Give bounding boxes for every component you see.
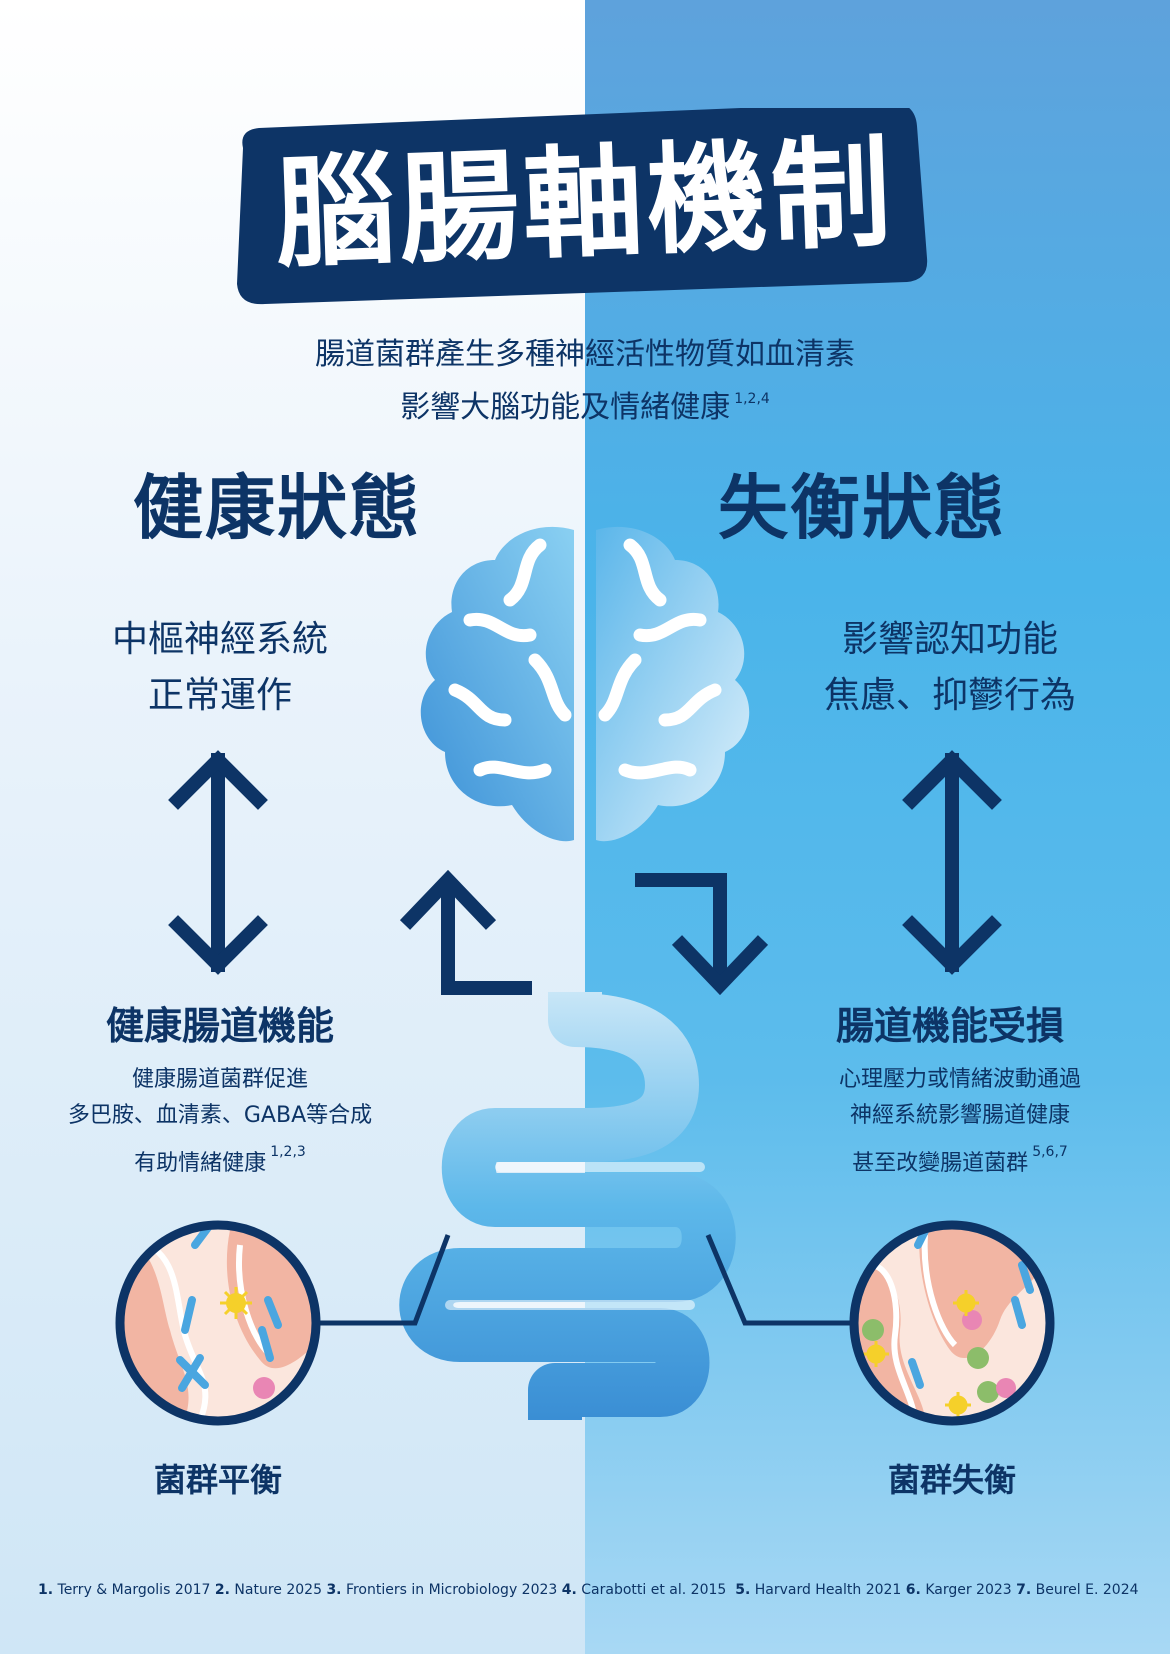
left-connector-line — [318, 1234, 451, 1326]
ref-7-text: Beurel E. 2024 — [1035, 1582, 1139, 1598]
ref-6-text: Karger 2023 — [925, 1582, 1012, 1598]
right-connector-line — [705, 1234, 852, 1326]
references: 1. Terry & Margolis 2017 2. Nature 2025 … — [38, 1582, 1139, 1598]
cns-normal-line-1: 中樞神經系統 — [111, 619, 328, 660]
healthy-desc-line-2: 多巴胺、血清素、GABA等合成 — [67, 1103, 373, 1128]
balanced-microbiota-label: 菌群平衡 — [153, 1461, 282, 1499]
ref-5-text: Harvard Health 2021 — [754, 1582, 902, 1598]
brain-right-hemisphere — [596, 526, 750, 842]
cns-normal-text: 中樞神經系統 正常運作 — [60, 612, 380, 724]
ref-7-num: 7. — [1016, 1582, 1032, 1598]
balanced-microbiota-circle — [115, 1220, 321, 1426]
ref-6-num: 6. — [905, 1582, 921, 1598]
healthy-desc-line-3-text: 有助情緒健康 — [134, 1151, 267, 1176]
imbalanced-microbiota-label: 菌群失衡 — [887, 1461, 1016, 1499]
intestine-illustration — [399, 992, 736, 1420]
ref-2-text: Nature 2025 — [234, 1582, 322, 1598]
ref-2-num: 2. — [214, 1582, 230, 1598]
ref-1-num: 1. — [38, 1582, 54, 1598]
ref-3-text: Frontiers in Microbiology 2023 — [345, 1582, 558, 1598]
ref-1-text: Terry & Margolis 2017 — [57, 1582, 211, 1598]
impaired-gut-heading: 腸道機能受損 — [835, 1004, 1064, 1048]
cognition-line-2: 焦慮、抑鬱行為 — [823, 675, 1076, 716]
gut-to-brain-arrow — [399, 869, 532, 995]
right-double-arrow — [902, 750, 1002, 975]
cognition-affected-text: 影響認知功能 焦慮、抑鬱行為 — [780, 612, 1120, 724]
ref-4-num: 4. — [561, 1582, 577, 1598]
healthy-desc-line-1: 健康腸道菌群促進 — [131, 1067, 308, 1092]
cognition-line-1: 影響認知功能 — [841, 619, 1058, 660]
impaired-desc-line-1: 心理壓力或情緒波動通過 — [838, 1067, 1081, 1092]
impaired-desc-line-3-text: 甚至改變腸道菌群 — [852, 1151, 1029, 1176]
ref-3-num: 3. — [326, 1582, 342, 1598]
ref-5-num: 5. — [735, 1582, 751, 1598]
title-badge-shape — [237, 108, 928, 305]
impaired-desc-line-2: 神經系統影響腸道健康 — [849, 1103, 1070, 1128]
cns-normal-line-2: 正常運作 — [147, 675, 292, 716]
ref-4-text: Carabotti et al. 2015 — [581, 1582, 727, 1598]
left-double-arrow — [168, 750, 268, 975]
title-badge: 腦腸軸機制 — [225, 108, 945, 308]
healthy-gut-heading: 健康腸道機能 — [105, 1004, 334, 1048]
subtitle-line-2-text: 影響大腦功能及情緒健康 — [400, 390, 731, 425]
healthy-state-heading: 健康狀態 — [133, 467, 421, 549]
brain-to-gut-arrow — [635, 873, 769, 996]
healthy-desc-refs: 1,2,3 — [270, 1144, 306, 1160]
imbalance-state-heading: 失衡狀態 — [718, 467, 1006, 549]
impaired-desc-refs: 5,6,7 — [1032, 1144, 1068, 1160]
imbalanced-microbiota-circle — [849, 1220, 1055, 1426]
subtitle-line-1: 腸道菌群產生多種神經活性物質如血清素 — [315, 337, 855, 372]
brain-left-hemisphere — [420, 526, 574, 842]
subtitle-refs: 1,2,4 — [734, 391, 770, 407]
